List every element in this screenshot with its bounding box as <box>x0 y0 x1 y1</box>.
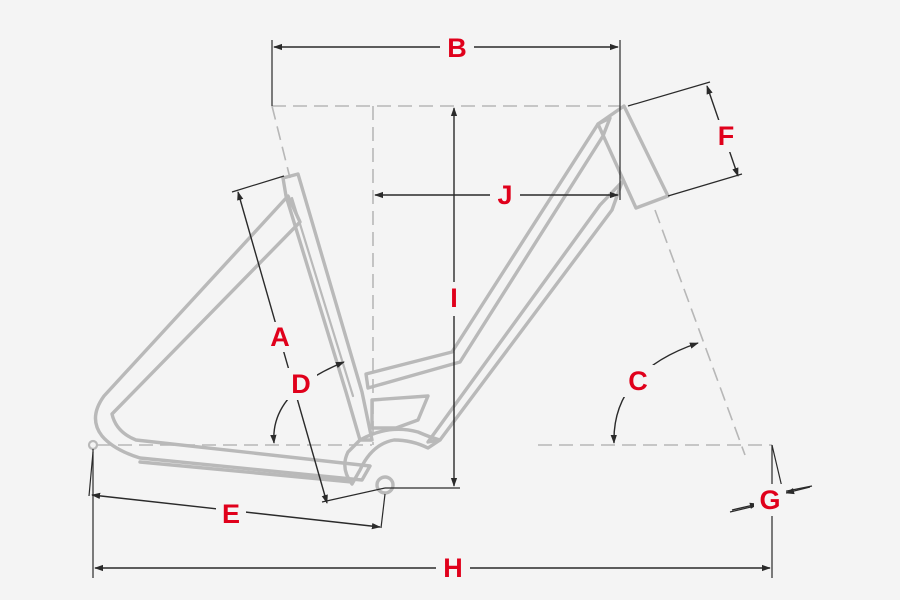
steering-axis <box>654 209 746 456</box>
reference-lines <box>97 105 772 456</box>
dimension-g-left-arrow <box>731 502 759 511</box>
dimension-labels: B J I A D C F E G H <box>216 32 786 584</box>
label-c: C <box>628 366 648 396</box>
seat-tube-extension <box>271 105 291 179</box>
label-f: F <box>718 121 735 151</box>
label-j: J <box>497 180 512 210</box>
label-h: H <box>443 553 463 583</box>
label-b: B <box>447 33 467 63</box>
label-d: D <box>291 369 311 399</box>
label-a: A <box>270 322 290 352</box>
dimension-g-right-arrow <box>785 486 811 495</box>
label-e: E <box>222 499 240 529</box>
seat-tube-inner-line <box>290 196 355 398</box>
extension-lines <box>88 40 813 578</box>
down-tube <box>426 180 624 444</box>
top-tube <box>364 116 612 390</box>
bottom-bracket <box>375 475 395 495</box>
motor-housing <box>343 427 442 486</box>
label-g: G <box>759 485 780 515</box>
bike-frame <box>87 104 670 495</box>
battery-cutout <box>370 394 430 430</box>
rear-axle <box>87 439 99 451</box>
head-tube <box>596 104 670 210</box>
rear-triangle <box>93 194 372 482</box>
label-i: I <box>450 283 458 313</box>
